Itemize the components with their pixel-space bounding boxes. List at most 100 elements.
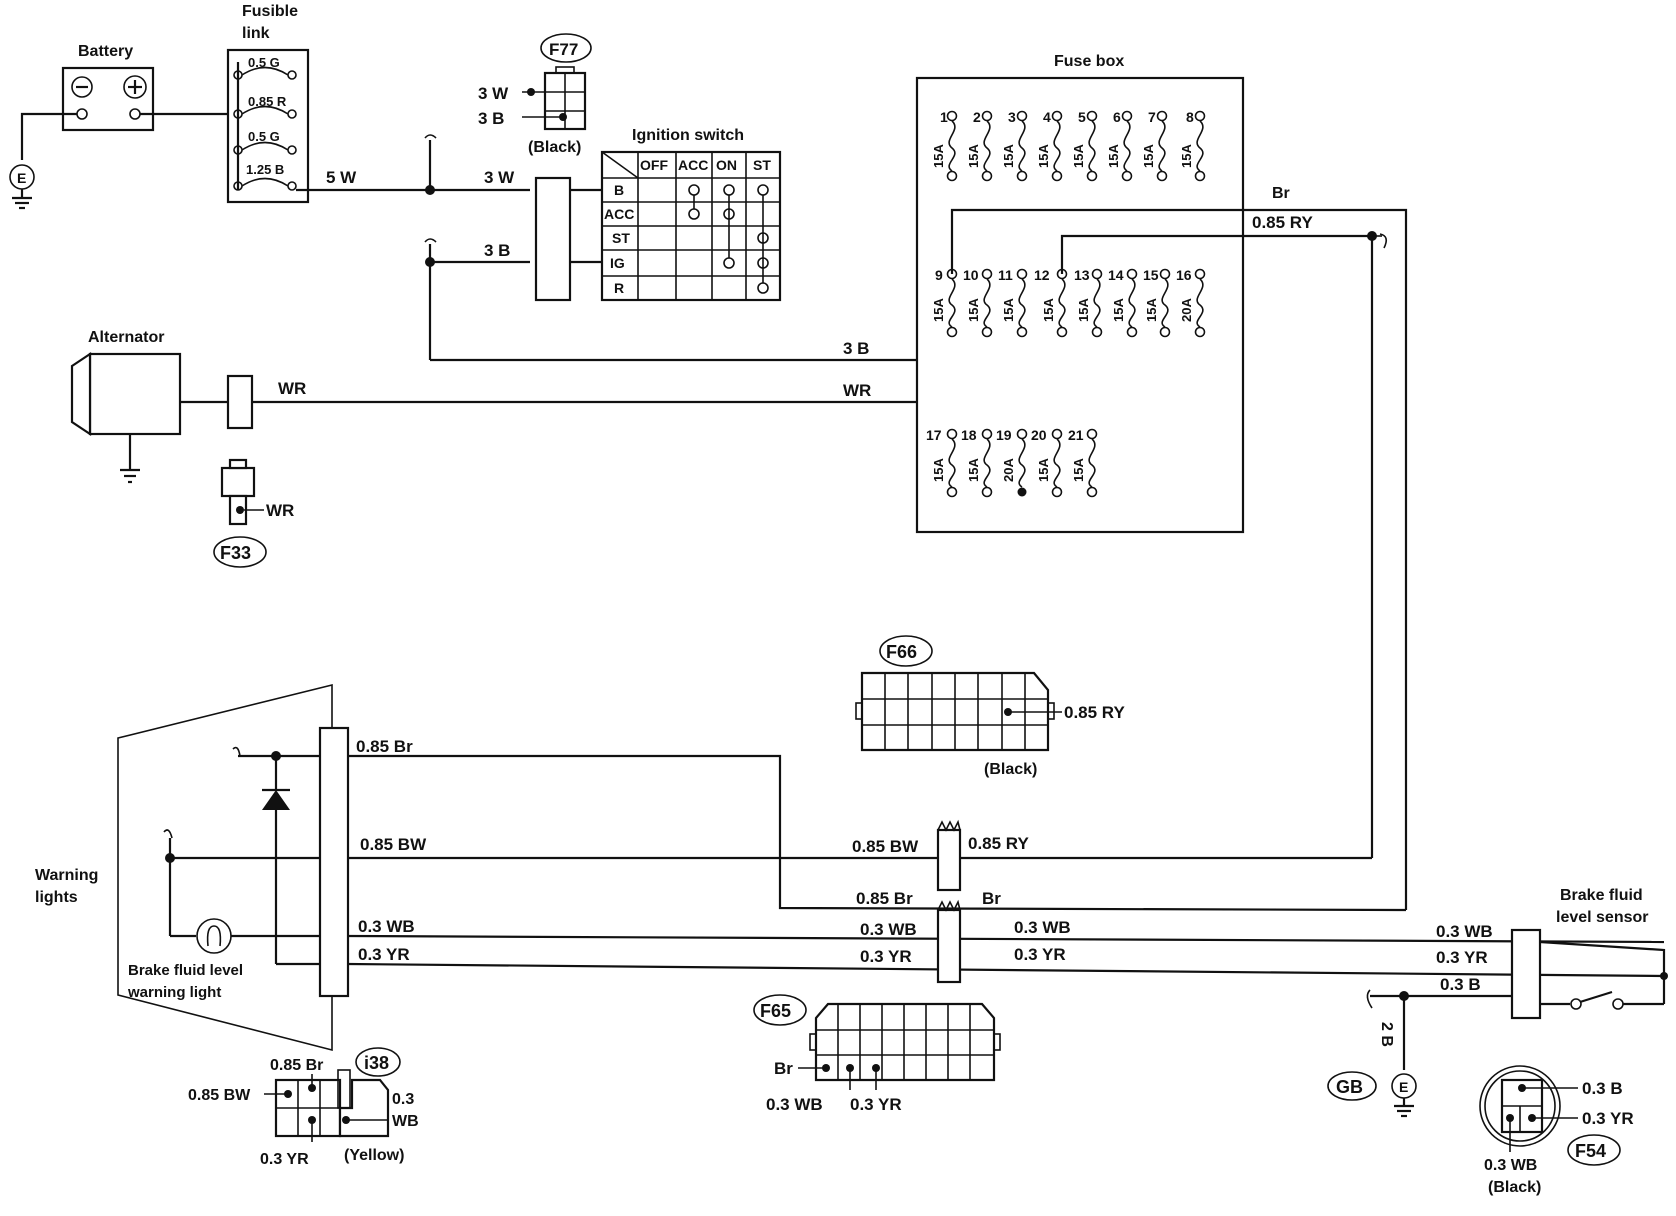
svg-text:18: 18: [961, 427, 977, 443]
svg-text:15A: 15A: [1076, 298, 1091, 322]
svg-text:lights: lights: [35, 889, 78, 906]
svg-text:15A: 15A: [1071, 458, 1086, 482]
svg-text:17: 17: [926, 427, 942, 443]
wire-br-top-label: Br: [1272, 185, 1290, 202]
wire-wb-03-left-label: 0.3 WB: [358, 917, 415, 936]
svg-text:F65: F65: [760, 1001, 791, 1021]
svg-text:2: 2: [973, 109, 981, 125]
wire-br-085-mid-label: 0.85 Br: [856, 889, 913, 908]
svg-text:9: 9: [935, 267, 943, 283]
svg-text:20: 20: [1031, 427, 1047, 443]
svg-text:0.85 RY: 0.85 RY: [1064, 703, 1125, 722]
svg-text:15A: 15A: [1001, 144, 1016, 168]
svg-text:15A: 15A: [1071, 144, 1086, 168]
wire-br-mid-label: Br: [982, 889, 1001, 908]
wire-3b-label: 3 B: [484, 241, 510, 260]
svg-text:21: 21: [1068, 427, 1084, 443]
fuse-box: Fuse box 1 15A 2 15A 3 15A 4 15A 5 15A 6: [915, 53, 1245, 534]
svg-text:WB: WB: [392, 1113, 419, 1130]
svg-text:15A: 15A: [1144, 298, 1159, 322]
svg-text:15A: 15A: [1179, 144, 1194, 168]
svg-text:15: 15: [1143, 267, 1159, 283]
svg-text:16: 16: [1176, 267, 1192, 283]
svg-text:0.5 G: 0.5 G: [248, 55, 280, 70]
svg-text:15A: 15A: [931, 144, 946, 168]
svg-text:F66: F66: [886, 642, 917, 662]
svg-text:15A: 15A: [1106, 144, 1121, 168]
alternator: Alternator: [70, 329, 182, 484]
wire-bw-085-left-label: 0.85 BW: [360, 835, 427, 854]
svg-text:(Yellow): (Yellow): [344, 1147, 404, 1164]
svg-text:15A: 15A: [1036, 458, 1051, 482]
svg-text:15A: 15A: [1141, 144, 1156, 168]
ground-e-battery: E: [9, 164, 35, 210]
svg-text:ST: ST: [612, 230, 630, 246]
svg-text:1: 1: [940, 109, 948, 125]
svg-text:(Black): (Black): [528, 139, 581, 156]
svg-text:0.3 WB: 0.3 WB: [766, 1095, 823, 1114]
svg-text:Alternator: Alternator: [88, 329, 164, 346]
fuse-row-3: 17 15A 18 15A 19 20A 20 15A 21 15A: [926, 427, 1098, 498]
svg-text:15A: 15A: [931, 458, 946, 482]
svg-text:20A: 20A: [1001, 458, 1016, 482]
svg-text:3: 3: [1008, 109, 1016, 125]
svg-text:19: 19: [996, 427, 1012, 443]
svg-text:15A: 15A: [1111, 298, 1126, 322]
wire-ry-top-label: 0.85 RY: [1252, 213, 1313, 232]
wire-yr-03-right-label: 0.3 YR: [1436, 948, 1488, 967]
svg-text:5: 5: [1078, 109, 1086, 125]
svg-text:GB: GB: [1336, 1077, 1363, 1097]
wire-3b-long-label: 3 B: [843, 339, 869, 358]
wire-b-03-right-label: 0.3 B: [1440, 975, 1481, 994]
svg-text:0.3 B: 0.3 B: [1582, 1079, 1623, 1098]
svg-text:IG: IG: [610, 255, 625, 271]
ignition-switch: Ignition switch OFF ACC ON ST B ACC ST I…: [600, 127, 782, 302]
svg-text:4: 4: [1043, 109, 1051, 125]
wire-ry-085-mid-label: 0.85 RY: [968, 834, 1029, 853]
battery: Battery: [61, 43, 155, 132]
svg-text:15A: 15A: [1001, 298, 1016, 322]
svg-text:E: E: [17, 170, 26, 186]
svg-text:ACC: ACC: [678, 157, 708, 173]
fuse-row-2: 9 15A 10 15A 11 15A 12 15A 13 15A 14 15A: [931, 267, 1206, 338]
ground-gb: E GB: [1327, 1071, 1417, 1118]
svg-text:R: R: [614, 280, 624, 296]
fuse-row-1: 1 15A 2 15A 3 15A 4 15A 5 15A 6 15A 7: [931, 109, 1206, 182]
connector-f65: F65 Br 0.3 WB 0.3 YR: [753, 994, 1001, 1114]
connector-i38: i38 0.85 Br 0.85 BW 0.3 WB 0.3 YR (Yello…: [188, 1047, 419, 1168]
svg-text:6: 6: [1113, 109, 1121, 125]
battery-label: Battery: [78, 43, 133, 60]
wire-yr-03-mid-l-label: 0.3 YR: [860, 947, 912, 966]
svg-text:15A: 15A: [966, 144, 981, 168]
svg-text:3 W: 3 W: [478, 84, 509, 103]
svg-text:F33: F33: [220, 543, 251, 563]
svg-text:ST: ST: [753, 157, 771, 173]
wire-3w-label: 3 W: [484, 168, 515, 187]
svg-text:1.25 B: 1.25 B: [246, 162, 284, 177]
wire-wr-label: WR: [278, 379, 306, 398]
svg-text:F77: F77: [549, 40, 578, 59]
svg-text:(Black): (Black): [984, 761, 1037, 778]
svg-text:15A: 15A: [931, 298, 946, 322]
svg-text:15A: 15A: [966, 458, 981, 482]
wire-wb-03-mid-l-label: 0.3 WB: [860, 920, 917, 939]
svg-text:12: 12: [1034, 267, 1050, 283]
svg-text:0.3 YR: 0.3 YR: [1582, 1109, 1634, 1128]
svg-text:ON: ON: [716, 157, 737, 173]
connector-f66: F66 0.85 RY (Black): [855, 635, 1125, 778]
wire-wr-long-label: WR: [843, 381, 871, 400]
wire-5w-label: 5 W: [326, 168, 357, 187]
svg-text:WR: WR: [266, 501, 294, 520]
svg-text:0.5 G: 0.5 G: [248, 129, 280, 144]
svg-text:Fusible: Fusible: [242, 3, 298, 20]
svg-text:0.3 WB: 0.3 WB: [1484, 1157, 1537, 1174]
svg-text:11: 11: [998, 267, 1013, 283]
svg-text:15A: 15A: [1036, 144, 1051, 168]
svg-text:(Black): (Black): [1488, 1179, 1541, 1196]
svg-text:warning light: warning light: [127, 984, 221, 1001]
svg-text:20A: 20A: [1179, 298, 1194, 322]
svg-text:13: 13: [1074, 267, 1090, 283]
wire-2b-label: 2 B: [1378, 1022, 1395, 1047]
svg-text:Brake fluid: Brake fluid: [1560, 887, 1643, 904]
